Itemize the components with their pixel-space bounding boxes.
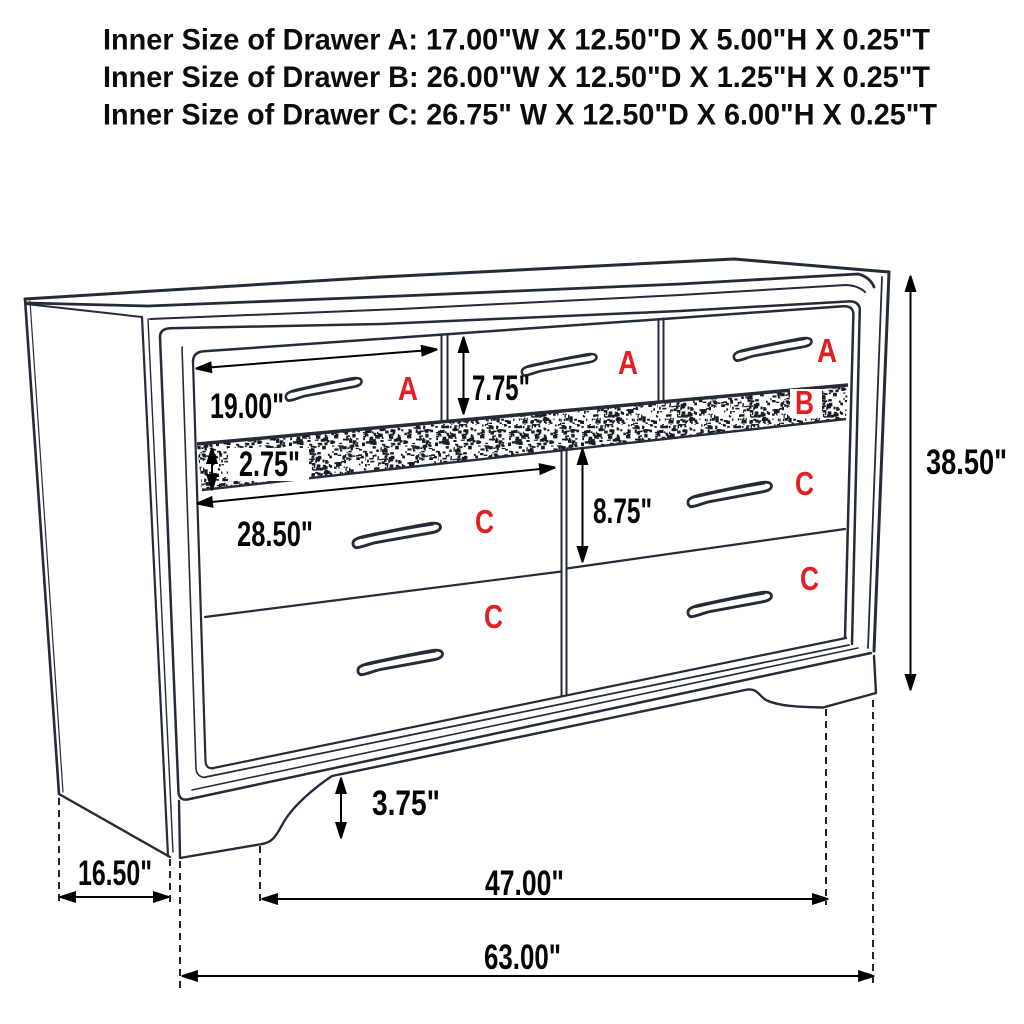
svg-text:A: A	[618, 344, 638, 381]
svg-text:Inner Size of Drawer B: 26.00": Inner Size of Drawer B: 26.00"W X 12.50"…	[103, 61, 930, 94]
svg-text:7.75": 7.75"	[472, 369, 530, 408]
svg-text:Inner Size of Drawer C: 26.75": Inner Size of Drawer C: 26.75" W X 12.50…	[103, 99, 937, 132]
svg-text:C: C	[800, 560, 819, 597]
svg-text:47.00": 47.00"	[485, 864, 564, 903]
svg-text:A: A	[398, 370, 418, 407]
svg-text:B: B	[795, 384, 814, 421]
svg-text:63.00": 63.00"	[484, 938, 561, 977]
svg-text:19.00": 19.00"	[210, 387, 284, 426]
svg-text:16.50": 16.50"	[78, 854, 152, 893]
svg-text:C: C	[484, 598, 503, 635]
svg-text:A: A	[817, 332, 837, 369]
svg-text:28.50": 28.50"	[237, 515, 313, 554]
svg-text:8.75": 8.75"	[593, 492, 652, 531]
svg-text:C: C	[795, 465, 814, 502]
svg-text:2.75": 2.75"	[239, 445, 300, 484]
svg-text:C: C	[475, 503, 494, 540]
svg-text:3.75": 3.75"	[372, 784, 440, 823]
svg-text:38.50": 38.50"	[926, 443, 1007, 482]
svg-text:Inner Size of Drawer A: 17.00": Inner Size of Drawer A: 17.00"W X 12.50"…	[103, 24, 930, 57]
